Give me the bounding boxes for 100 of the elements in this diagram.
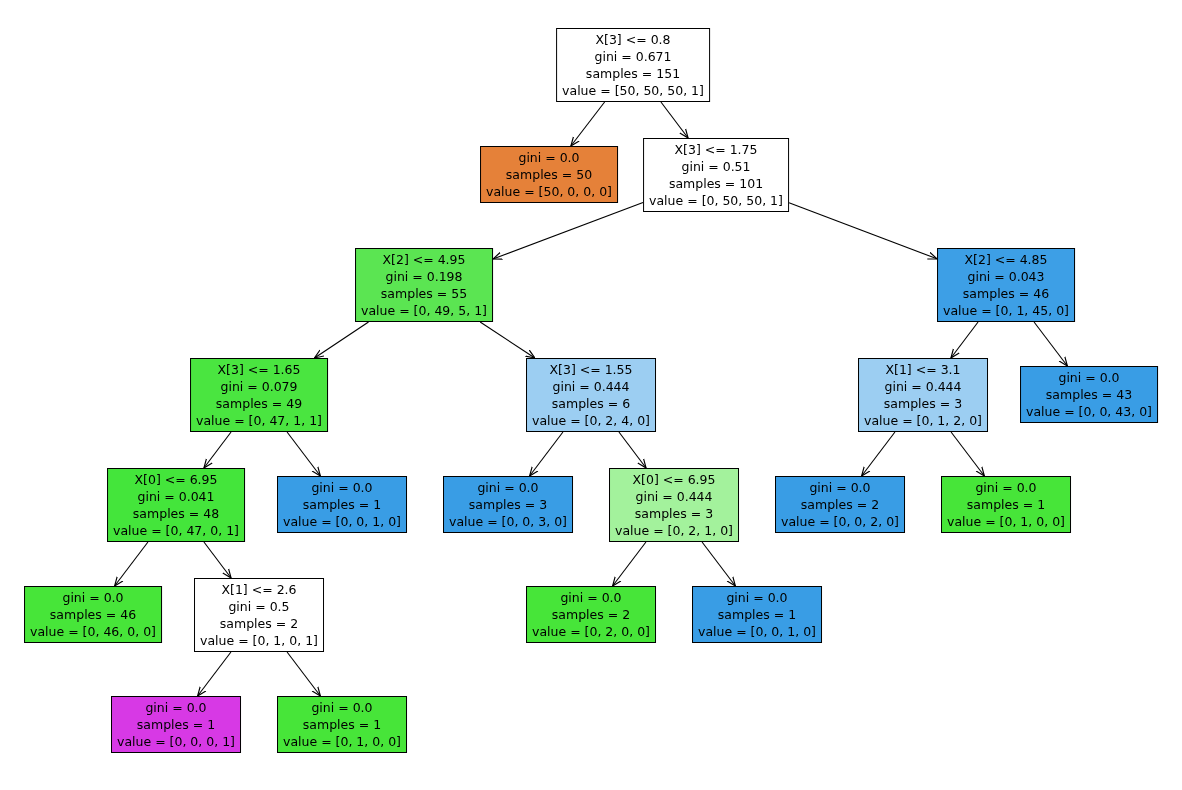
node-text: X[0] <= 6.95 (134, 471, 218, 488)
node-text: gini = 0.0 (809, 479, 871, 496)
node-text: X[1] <= 3.1 (885, 361, 961, 378)
node-text: X[3] <= 1.55 (549, 361, 633, 378)
tree-node-box (190, 358, 328, 432)
node-text: samples = 151 (585, 65, 681, 82)
node-text: gini = 0.51 (681, 158, 751, 175)
node-text: value = [0, 47, 1, 1] (196, 412, 322, 429)
node-text: samples = 101 (668, 175, 764, 192)
node-text: gini = 0.0 (1058, 369, 1120, 386)
node-text: X[0] <= 6.95 (632, 471, 716, 488)
node-text: value = [0, 0, 1, 0] (283, 513, 401, 530)
node-text: value = [0, 0, 1, 0] (698, 623, 816, 640)
node-text: gini = 0.444 (884, 378, 962, 395)
node-text: gini = 0.041 (137, 488, 215, 505)
tree-node-box (355, 248, 493, 322)
arrow (479, 321, 536, 359)
node-text: samples = 1 (302, 716, 382, 733)
node-text: value = [50, 0, 0, 0] (486, 183, 612, 200)
arrow (570, 101, 606, 147)
node-text: samples = 2 (219, 615, 299, 632)
node-text: samples = 1 (136, 716, 216, 733)
tree-node-box (858, 358, 988, 432)
arrow (529, 431, 564, 477)
tree-node-box (111, 696, 241, 753)
node-text: samples = 3 (883, 395, 963, 412)
arrow (203, 541, 232, 579)
node-text: X[2] <= 4.95 (382, 251, 466, 268)
arrow (861, 431, 896, 477)
node-text: value = [0, 50, 50, 1] (649, 192, 783, 209)
node-text: value = [0, 0, 43, 0] (1026, 403, 1152, 420)
arrow (313, 321, 370, 359)
node-text: samples = 3 (468, 496, 548, 513)
arrow (492, 201, 644, 260)
node-text: samples = 48 (132, 505, 220, 522)
node-text: X[3] <= 0.8 (595, 31, 671, 48)
node-text: gini = 0.043 (967, 268, 1045, 285)
node-text: gini = 0.0 (477, 479, 539, 496)
arrow (950, 431, 985, 477)
tree-node-box (24, 586, 162, 643)
node-text: value = [0, 49, 5, 1] (361, 302, 487, 319)
node-text: value = [0, 46, 0, 0] (30, 623, 156, 640)
node-text: samples = 1 (966, 496, 1046, 513)
tree-node-box (194, 578, 324, 652)
node-text: value = [0, 0, 2, 0] (781, 513, 899, 530)
arrow (618, 431, 647, 469)
node-text: samples = 1 (717, 606, 797, 623)
node-text: gini = 0.0 (518, 149, 580, 166)
node-text: value = [0, 0, 3, 0] (449, 513, 567, 530)
node-text: gini = 0.671 (594, 48, 672, 65)
node-text: samples = 55 (380, 285, 468, 302)
tree-node-box (526, 586, 656, 643)
node-text: value = [0, 1, 0, 0] (283, 733, 401, 750)
tree-node-box (937, 248, 1075, 322)
node-text: value = [0, 0, 0, 1] (117, 733, 235, 750)
tree-node-box (692, 586, 822, 643)
node-text: value = [0, 47, 0, 1] (113, 522, 239, 539)
arrow (197, 651, 232, 697)
tree-node-box (277, 696, 407, 753)
node-text: samples = 3 (634, 505, 714, 522)
node-text: gini = 0.0 (560, 589, 622, 606)
arrow (660, 101, 689, 139)
node-text: value = [0, 2, 4, 0] (532, 412, 650, 429)
tree-node-box (609, 468, 739, 542)
node-text: gini = 0.5 (228, 598, 290, 615)
node-text: gini = 0.0 (311, 479, 373, 496)
tree-node-box (107, 468, 245, 542)
node-text: samples = 1 (302, 496, 382, 513)
arrow (1033, 321, 1068, 367)
arrow (286, 431, 321, 477)
arrow (203, 431, 232, 469)
node-text: value = [0, 2, 1, 0] (615, 522, 733, 539)
node-text: samples = 43 (1045, 386, 1133, 403)
node-text: X[2] <= 4.85 (964, 251, 1048, 268)
arrow (612, 541, 647, 587)
tree-node-box (1020, 366, 1158, 423)
node-text: gini = 0.0 (62, 589, 124, 606)
node-text: value = [0, 1, 45, 0] (943, 302, 1069, 319)
node-text: X[3] <= 1.65 (217, 361, 301, 378)
tree-node-box (526, 358, 656, 432)
node-text: gini = 0.198 (385, 268, 463, 285)
node-text: X[3] <= 1.75 (674, 141, 758, 158)
node-text: gini = 0.0 (726, 589, 788, 606)
node-text: value = [0, 1, 0, 0] (947, 513, 1065, 530)
arrow (950, 321, 979, 359)
node-text: value = [0, 1, 2, 0] (864, 412, 982, 429)
arrow (114, 541, 149, 587)
node-text: gini = 0.0 (975, 479, 1037, 496)
node-text: samples = 2 (551, 606, 631, 623)
node-text: samples = 2 (800, 496, 880, 513)
node-text: samples = 46 (962, 285, 1050, 302)
node-text: samples = 6 (551, 395, 631, 412)
tree-node-box (277, 476, 407, 533)
tree-node-box (443, 476, 573, 533)
tree-node-box (941, 476, 1071, 533)
node-text: X[1] <= 2.6 (221, 581, 297, 598)
node-text: gini = 0.079 (220, 378, 298, 395)
tree-node-box (480, 146, 618, 203)
tree-node-box (556, 28, 710, 102)
tree-node-box (775, 476, 905, 533)
